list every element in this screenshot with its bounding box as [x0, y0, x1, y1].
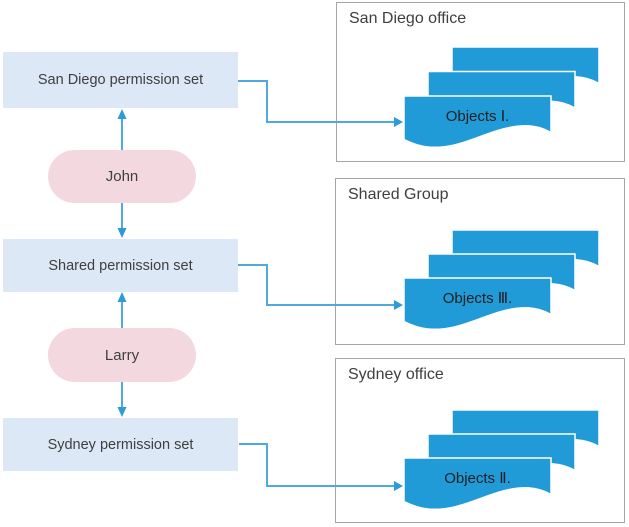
object-label-objects-3: Objects Ⅲ.	[442, 290, 513, 307]
permission-set-label: Shared permission set	[48, 257, 193, 274]
user-pill-john: John	[48, 150, 196, 203]
user-label: John	[105, 168, 139, 185]
document-stack-sydney	[403, 409, 600, 511]
document-icon	[403, 95, 552, 149]
document-stack-shared	[403, 229, 600, 331]
document-stack-san-diego	[403, 46, 600, 149]
group-title-shared-group: Shared Group	[348, 186, 449, 203]
connector-arrow-icon-shared	[238, 264, 403, 310]
user-label: Larry	[104, 346, 140, 364]
permission-set-box-shared: Shared permission set	[3, 239, 238, 292]
object-label-objects-2: Objects Ⅱ.	[444, 470, 511, 487]
document-icon	[403, 457, 552, 511]
connector-arrow-icon-san-diego	[238, 80, 403, 127]
group-title-san-diego-office: San Diego office	[349, 10, 467, 27]
permission-set-box-sydney: Sydney permission set	[3, 418, 238, 471]
group-title-sydney-office: Sydney office	[348, 366, 444, 383]
user-pill-larry: Larry	[48, 328, 196, 382]
object-label-objects-1: Objects Ⅰ.	[445, 108, 510, 125]
connector-arrow-icon-sydney	[239, 443, 403, 491]
document-icon	[403, 277, 552, 331]
permission-set-box-san-diego: San Diego permission set	[3, 52, 238, 108]
permission-set-label: San Diego permission set	[37, 72, 204, 88]
permission-set-label: Sydney permission set	[47, 436, 194, 453]
